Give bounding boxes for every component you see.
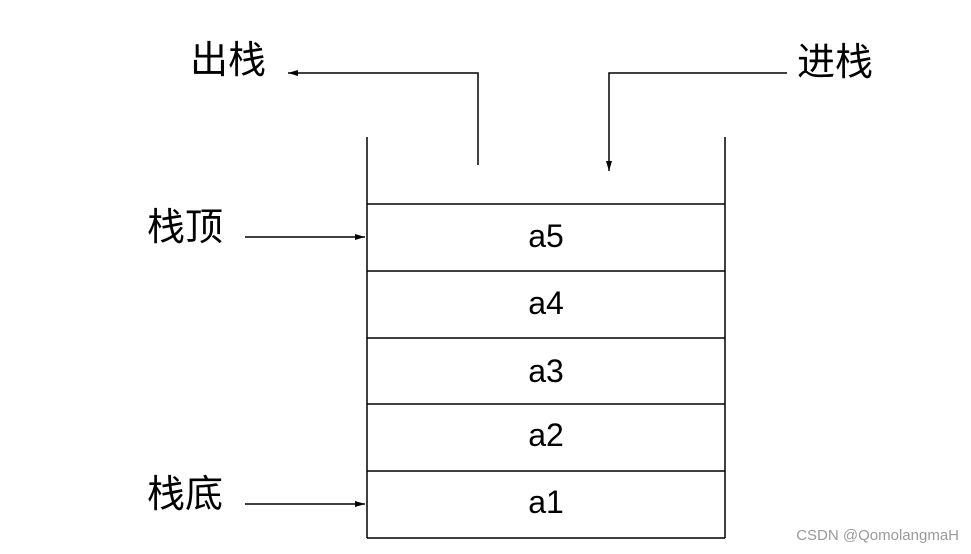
push-arrow — [606, 72, 787, 171]
stack-item: a5 — [528, 218, 564, 254]
push-label: 进栈 — [797, 40, 874, 84]
stack-item: a3 — [528, 353, 564, 389]
stack-top-label: 栈顶 — [147, 205, 224, 249]
pop-label: 出栈 — [190, 38, 267, 82]
stack-item: a4 — [528, 285, 564, 321]
pop-arrow — [288, 70, 479, 165]
watermark: CSDN @QomolangmaH — [796, 527, 959, 544]
stack-bottom-label: 栈底 — [147, 472, 224, 516]
stack-item: a2 — [528, 417, 564, 453]
stack-item: a1 — [528, 484, 564, 520]
